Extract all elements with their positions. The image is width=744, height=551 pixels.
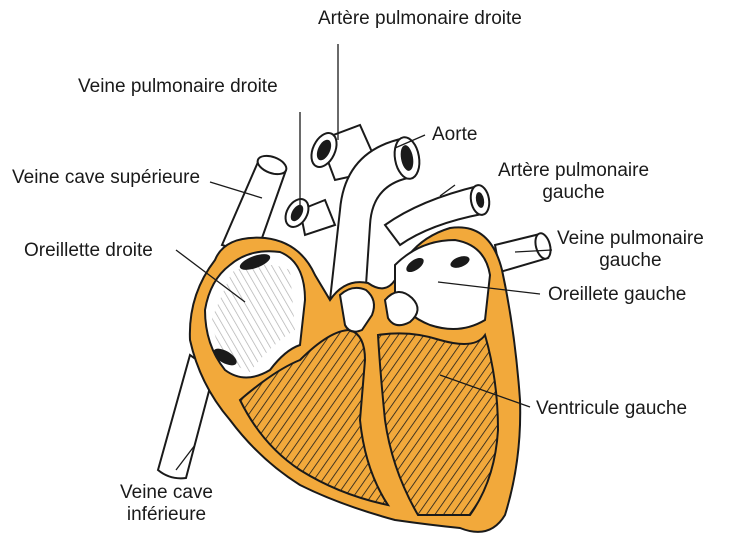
label-text-line1: Veine pulmonaire — [557, 228, 704, 250]
label-text-line2: gauche — [498, 182, 649, 204]
label-text-line2: gauche — [557, 250, 704, 272]
label-text: Veine cave supérieure — [12, 167, 200, 189]
label-right-pulmonary-artery: Artère pulmonaire droite — [318, 8, 522, 30]
label-text: Aorte — [432, 124, 477, 146]
label-text-line2: inférieure — [120, 504, 213, 526]
label-left-atrium: Oreillete gauche — [548, 284, 686, 306]
label-left-ventricle: Ventricule gauche — [536, 398, 687, 420]
label-text: Oreillette droite — [24, 240, 153, 262]
label-superior-vena-cava: Veine cave supérieure — [12, 167, 200, 189]
label-right-atrium: Oreillette droite — [24, 240, 153, 262]
label-aorta: Aorte — [432, 124, 477, 146]
label-text: Veine pulmonaire droite — [78, 76, 278, 98]
label-left-pulmonary-vein: Veine pulmonaire gauche — [557, 228, 704, 272]
label-text: Ventricule gauche — [536, 398, 687, 420]
label-text-line1: Veine cave — [120, 482, 213, 504]
label-text: Oreillete gauche — [548, 284, 686, 306]
label-right-pulmonary-vein: Veine pulmonaire droite — [78, 76, 278, 98]
label-inferior-vena-cava: Veine cave inférieure — [120, 482, 213, 526]
label-left-pulmonary-artery: Artère pulmonaire gauche — [498, 160, 649, 204]
label-text-line1: Artère pulmonaire — [498, 160, 649, 182]
label-text: Artère pulmonaire droite — [318, 8, 522, 30]
